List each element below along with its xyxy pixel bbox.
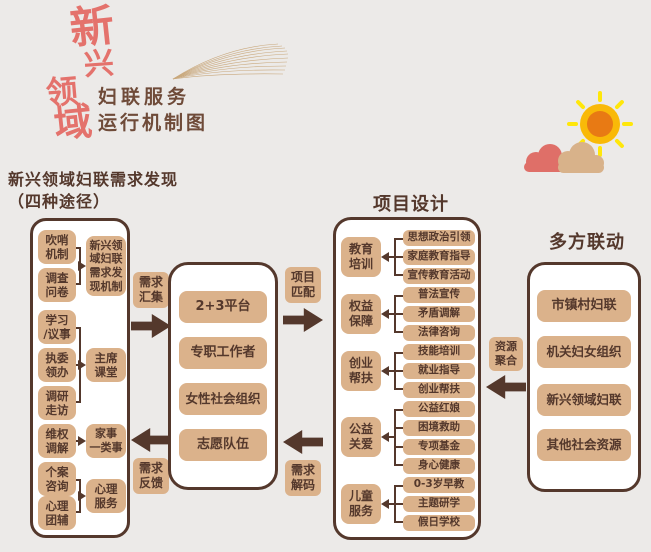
connector-line: [394, 503, 403, 505]
title-calligraphy-char2: 兴: [82, 45, 116, 84]
connector-line: [394, 409, 403, 466]
clouds-icon: [524, 142, 604, 173]
project-item-box: 公益红娘: [403, 401, 475, 417]
discovery-heading-line1: 新兴领域妇联需求发现: [8, 170, 179, 189]
connector-line: [389, 313, 394, 315]
flow-label-decode: 需求 解码: [285, 460, 321, 496]
linkage-item-box: 市镇村妇联: [537, 290, 631, 322]
linkage-item-box: 其他社会资源: [537, 429, 631, 461]
connector-line: [394, 427, 403, 429]
project-item-box: 假日学校: [403, 515, 475, 531]
project-category-box: 儿童 服务: [341, 484, 381, 524]
discovery-source-box: 维权 调解: [38, 424, 76, 458]
platform-item-box: 女性社会组织: [179, 383, 267, 415]
project-item-box: 困境救助: [403, 420, 475, 436]
project-item-box: 技能培训: [403, 344, 475, 360]
fan-decoration-icon: [172, 43, 289, 80]
title-subtitle-line1: 妇联服务: [98, 86, 191, 108]
sun-icon: [567, 91, 633, 157]
project-item-box: 创业帮扶: [403, 382, 475, 398]
platform-item-box: 专职工作者: [179, 337, 267, 369]
flow-arrow-left-icon: [283, 430, 323, 454]
connector-arrowhead: [381, 432, 389, 442]
linkage-item-box: 新兴领域妇联: [537, 384, 631, 416]
discovery-source-box: 心理 团辅: [38, 496, 76, 530]
flow-arrow-left-icon: [131, 428, 171, 452]
discovery-target-box: 心理 服务: [86, 479, 126, 513]
flow-label-collect: 需求 汇集: [133, 272, 169, 308]
project-item-box: 法律咨询: [403, 325, 475, 341]
connector-arrowhead: [78, 261, 86, 271]
connector-arrowhead: [78, 436, 86, 446]
linkage-item-box: 机关妇女组织: [537, 336, 631, 368]
connector-line: [394, 446, 403, 448]
project-design-heading: 项目设计: [373, 194, 449, 215]
connector-arrowhead: [381, 252, 389, 262]
flow-label-feedback: 需求 反馈: [133, 458, 169, 494]
discovery-source-box: 个案 咨询: [38, 462, 76, 496]
connector-line: [389, 370, 394, 372]
connector-arrowhead: [381, 499, 389, 509]
project-category-box: 权益 保障: [341, 294, 381, 334]
title-subtitle-line2: 运行机制图: [98, 112, 209, 134]
project-category-box: 公益 关爱: [341, 417, 381, 457]
flow-arrow-right-icon: [131, 314, 171, 338]
discovery-source-box: 吹哨 机制: [38, 230, 76, 264]
connector-line: [389, 503, 394, 505]
discovery-source-box: 执委 领办: [38, 348, 76, 382]
discovery-target-box: 新兴领 域妇联 需求发 现机制: [86, 236, 126, 296]
connector-line: [389, 256, 394, 258]
project-item-box: 宣传教育活动: [403, 268, 475, 284]
connector-arrowhead: [381, 366, 389, 376]
connector-line: [389, 436, 394, 438]
project-category-box: 创业 帮扶: [341, 351, 381, 391]
project-item-box: 矛盾调解: [403, 306, 475, 322]
connector-arrowhead: [381, 309, 389, 319]
flow-label-aggregate: 资源 聚合: [489, 337, 523, 371]
connector-line: [394, 370, 403, 372]
connector-line: [394, 313, 403, 315]
discovery-target-box: 主席 课堂: [86, 348, 126, 382]
flow-label-match: 项目 匹配: [285, 267, 321, 303]
project-item-box: 主题研学: [403, 496, 475, 512]
discovery-heading-line2: （四种途径）: [8, 192, 111, 211]
connector-arrowhead: [78, 360, 86, 370]
project-item-box: 思想政治引领: [403, 230, 475, 246]
connector-line: [394, 256, 403, 258]
discovery-target-box: 家事 一类事: [86, 424, 126, 458]
discovery-source-box: 调查 问卷: [38, 268, 76, 302]
platform-item-box: 志愿队伍: [179, 429, 267, 461]
connector-arrowhead: [78, 491, 86, 501]
title-calligraphy-char4: 域: [51, 99, 95, 147]
platform-item-box: 2+3平台: [179, 291, 267, 323]
project-item-box: 0-3岁早教: [403, 477, 475, 493]
project-category-box: 教育 培训: [341, 237, 381, 277]
project-item-box: 专项基金: [403, 439, 475, 455]
title-calligraphy-char1: 新: [67, 0, 117, 56]
project-item-box: 家庭教育指导: [403, 249, 475, 265]
multi-linkage-heading: 多方联动: [549, 232, 625, 253]
project-item-box: 就业指导: [403, 363, 475, 379]
discovery-source-box: 调研 走访: [38, 386, 76, 420]
flow-arrow-right-icon: [283, 308, 323, 332]
flow-arrow-left-icon: [486, 375, 526, 399]
discovery-source-box: 学习 /议事: [38, 310, 76, 344]
project-item-box: 普法宣传: [403, 287, 475, 303]
project-item-box: 身心健康: [403, 458, 475, 474]
